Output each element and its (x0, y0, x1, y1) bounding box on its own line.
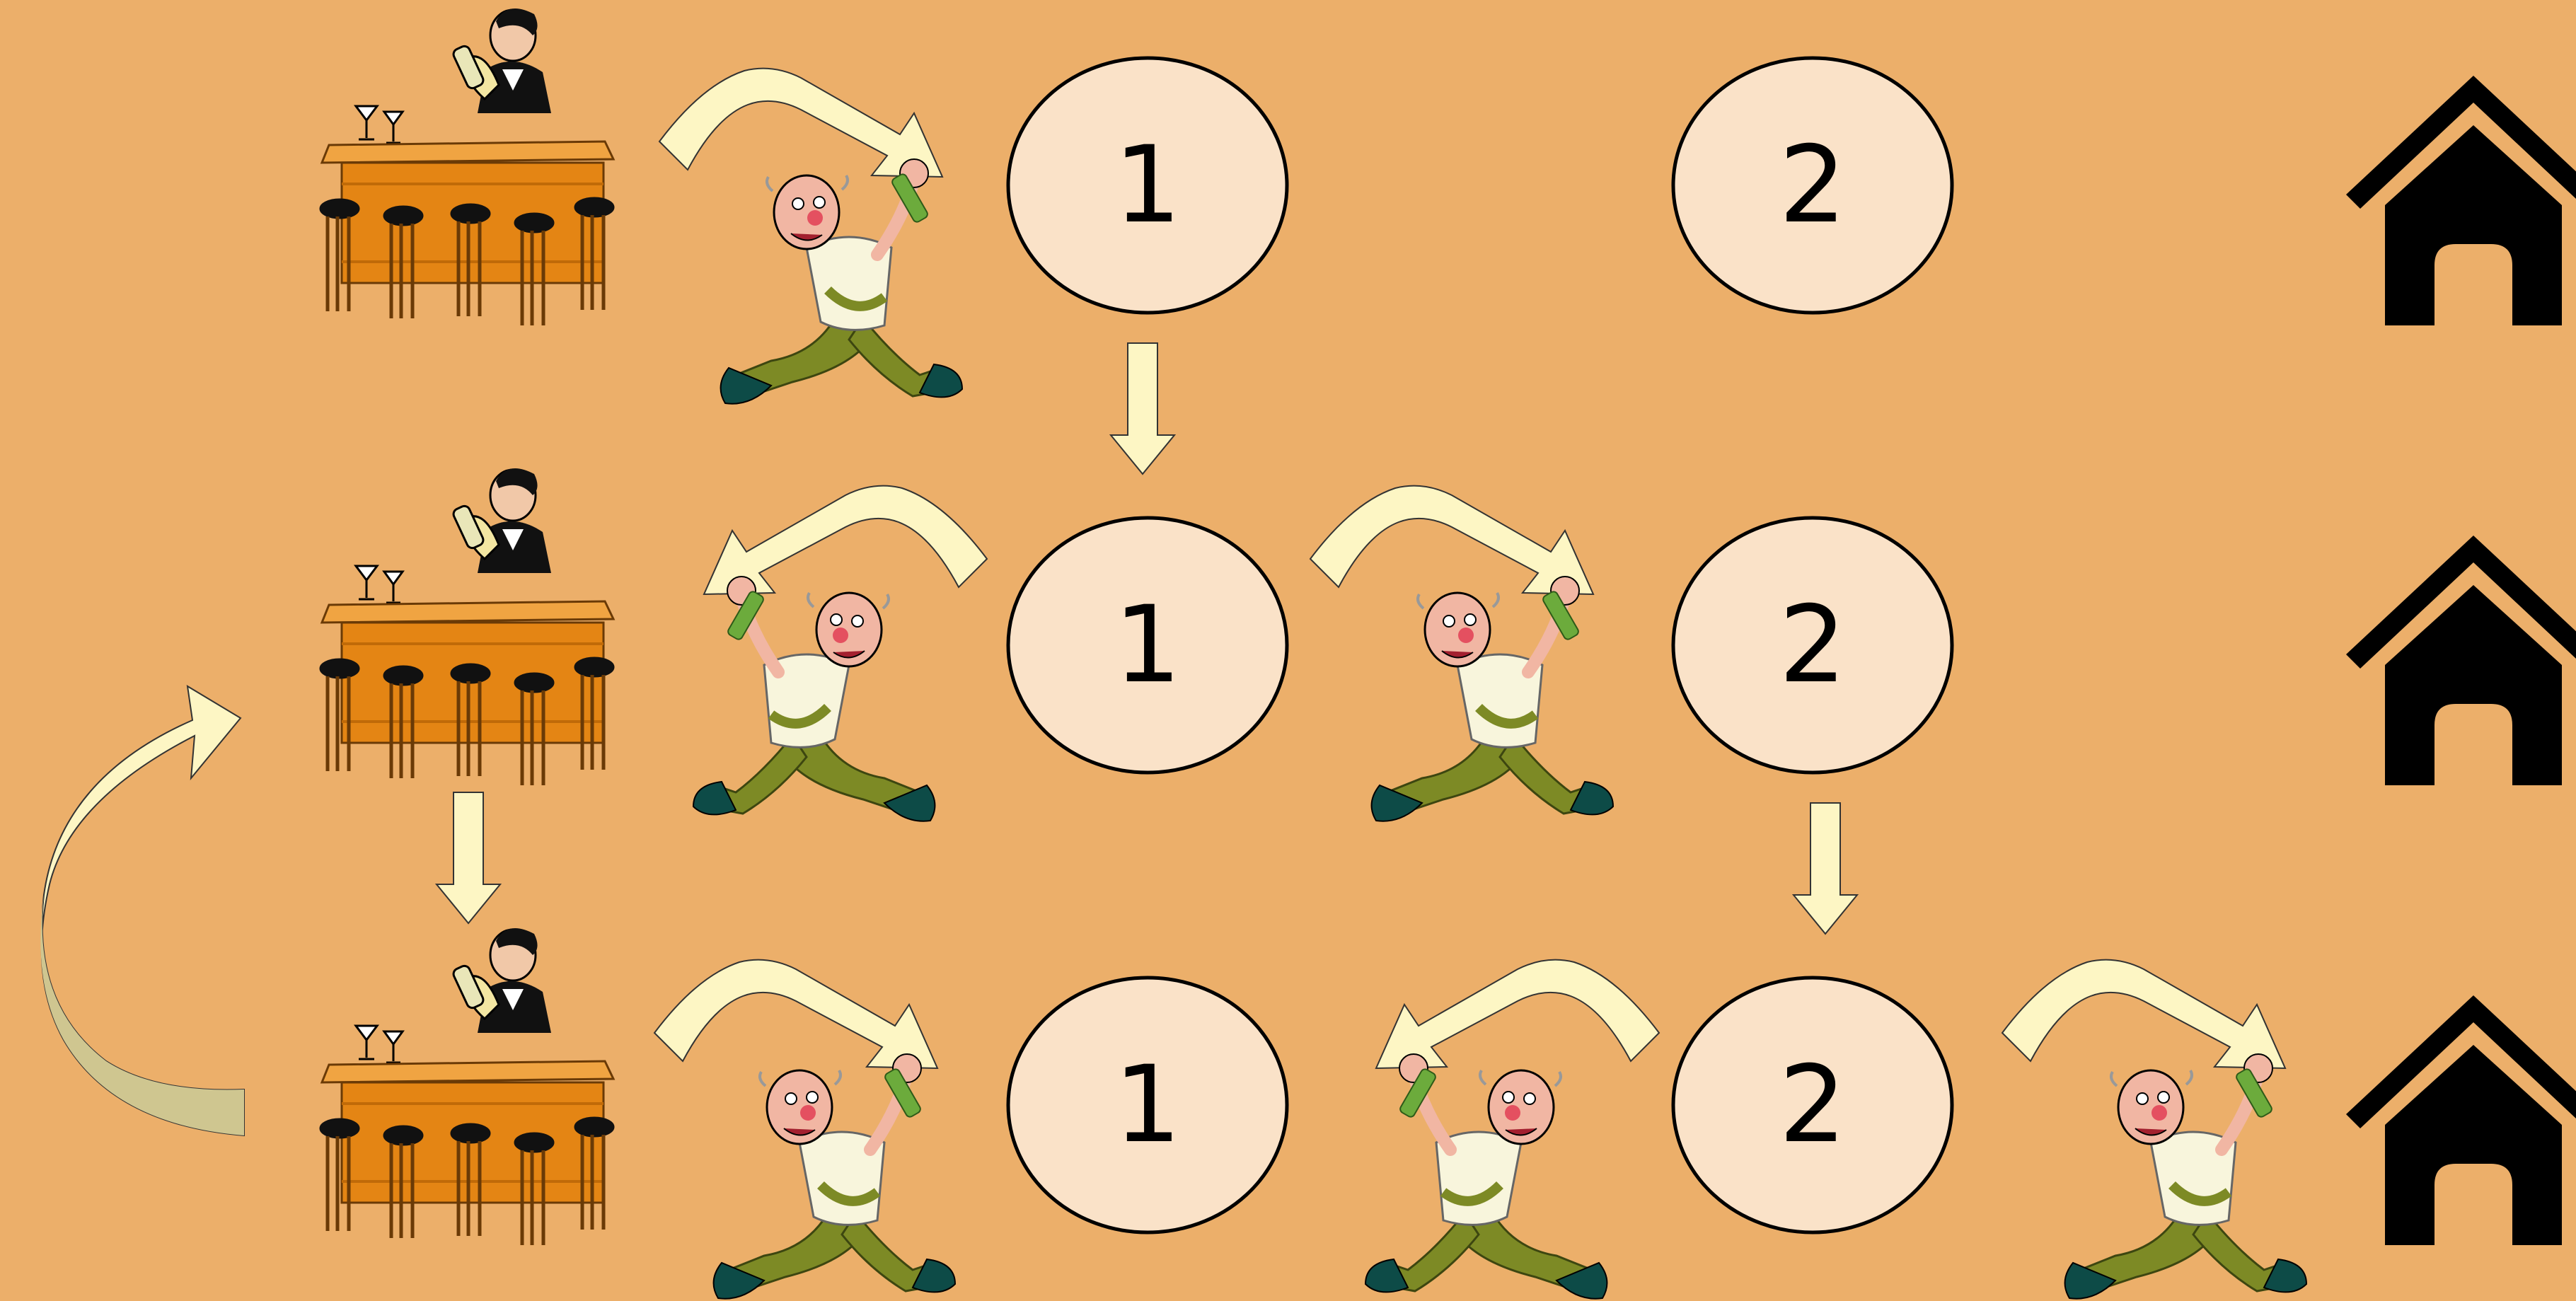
bartender-icon (320, 468, 614, 785)
down-arrow-icon (437, 792, 500, 923)
node-label: 2 (1779, 584, 1846, 707)
node-label: 2 (1779, 1043, 1846, 1167)
node-2-row1: 2 (1673, 58, 1952, 313)
drunkard-icon (721, 159, 962, 404)
node-2-row3: 2 (1673, 978, 1952, 1232)
node-label: 1 (1114, 124, 1181, 247)
node-label: 1 (1114, 1043, 1181, 1167)
node-1-row2: 1 (1008, 518, 1287, 773)
house-icon (2346, 995, 2576, 1245)
node-1-row1: 1 (1008, 58, 1287, 313)
node-1-row3: 1 (1008, 978, 1287, 1232)
return-arrow-icon (40, 686, 244, 1135)
curved-arrow-icon (1310, 486, 1593, 594)
curved-arrow-icon (654, 960, 937, 1068)
bar-with-bartender-row3 (320, 928, 614, 1245)
curved-arrow-icon (2002, 960, 2285, 1068)
node-2-row2: 2 (1673, 518, 1952, 773)
bar-with-bartender-row2 (320, 468, 614, 785)
down-arrow-icon (1794, 803, 1857, 934)
house-icon (2346, 76, 2576, 325)
curved-arrow-icon (1376, 960, 1659, 1068)
house-icon (2346, 536, 2576, 785)
bartender-icon (320, 928, 614, 1245)
drunkard-icon (2065, 1054, 2306, 1299)
bartender-icon (320, 8, 614, 325)
bar-with-bartender-row1 (320, 8, 614, 325)
node-label: 2 (1779, 124, 1846, 247)
down-arrow-icon (1111, 343, 1174, 474)
curved-arrow-icon (659, 69, 942, 177)
drunkard-icon (1365, 1054, 1607, 1299)
drunkard-icon (714, 1054, 955, 1299)
drunkard-icon (693, 577, 935, 821)
node-label: 1 (1114, 584, 1181, 707)
drunkard-icon (1372, 577, 1613, 821)
